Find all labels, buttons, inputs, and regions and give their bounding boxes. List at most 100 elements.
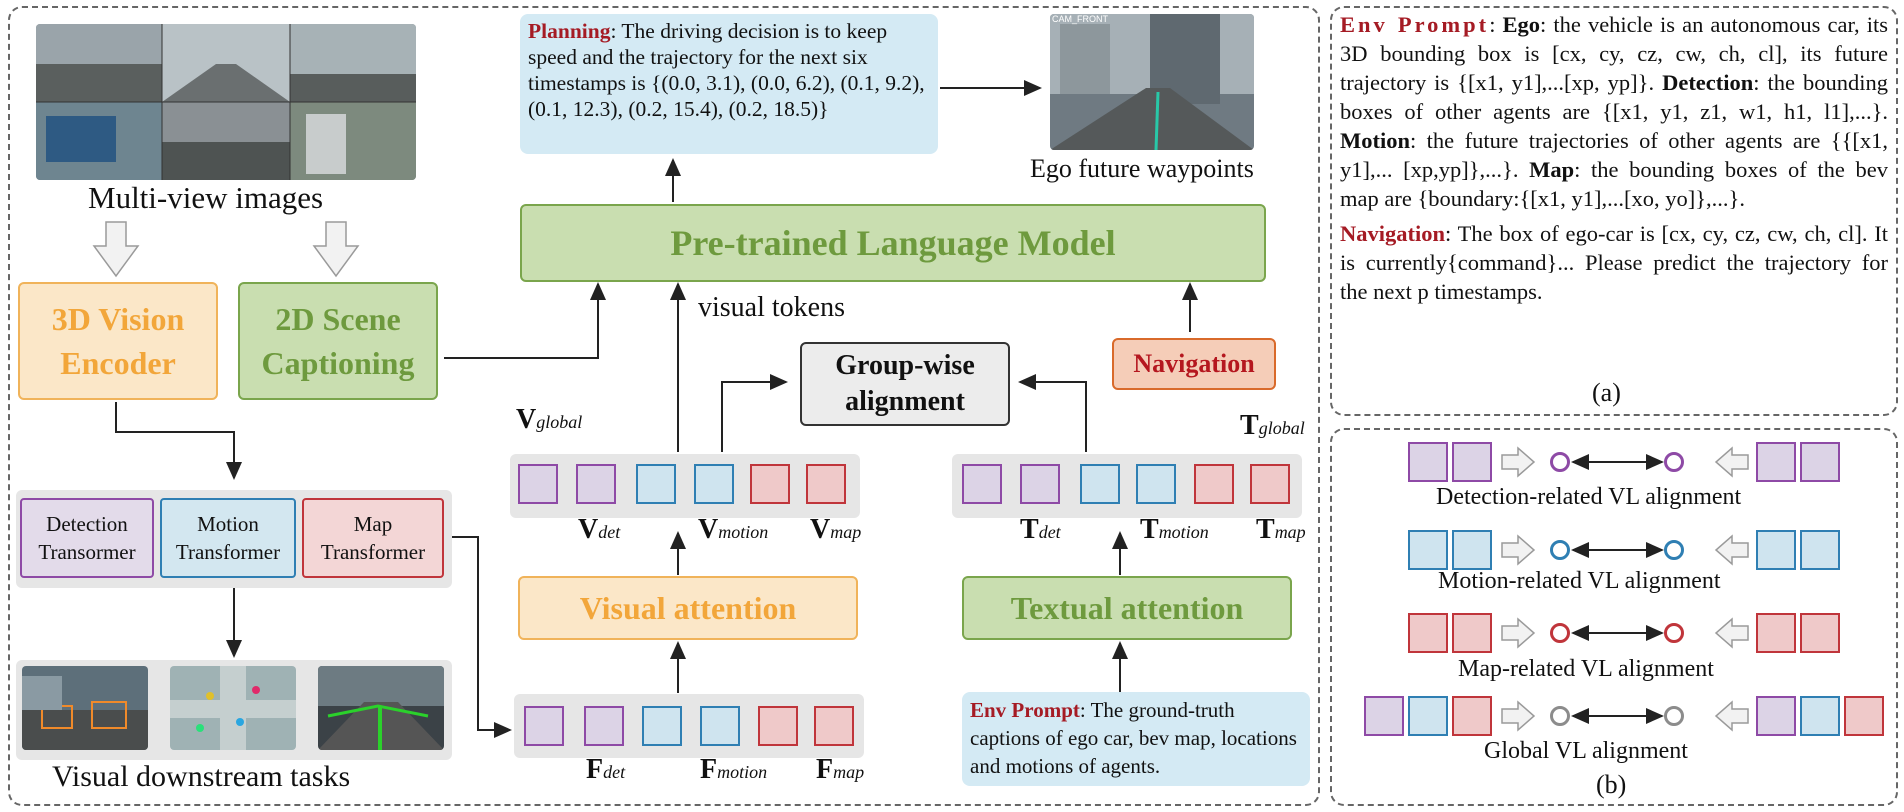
map-keyword: Map — [1529, 157, 1575, 182]
v-token-motion-2 — [694, 464, 734, 504]
v-token-tray — [510, 454, 860, 518]
f-map-label: Fmap — [816, 754, 865, 785]
v-global-label: Vglobal — [516, 404, 583, 435]
b-det-t-node — [1664, 452, 1684, 472]
group-alignment-box: Group-wise alignment — [800, 342, 1010, 426]
map-transformer-box: Map Transformer — [302, 498, 444, 578]
visual-attention-label: Visual attention — [579, 589, 797, 626]
navigation-box[interactable]: Navigation — [1112, 338, 1276, 390]
motion-keyword: Motion — [1340, 128, 1410, 153]
panel-a-frame — [1330, 6, 1898, 416]
v-token-map-1 — [750, 464, 790, 504]
t-token-det-1 — [962, 464, 1002, 504]
detection-keyword: Detection — [1662, 70, 1754, 95]
b-global-t-node — [1664, 706, 1684, 726]
env-prompt-text: : The ground-truth captions of ego car, … — [970, 698, 1297, 778]
multi-view-images — [36, 24, 416, 180]
b-motion-label: Motion-related VL alignment — [1438, 568, 1721, 594]
t-token-motion-1 — [1080, 464, 1120, 504]
t-map-label: Tmap — [1256, 514, 1306, 545]
motion-result-image — [170, 666, 296, 750]
f-token-map-2 — [814, 706, 854, 746]
planning-text: : The driving decision is to keep speed … — [528, 19, 925, 121]
b-map-t-token-2 — [1800, 613, 1840, 653]
t-token-tray — [952, 454, 1302, 518]
b-det-v-node — [1550, 452, 1570, 472]
b-map-v-token-2 — [1452, 613, 1492, 653]
panel-a-text: Env Prompt: Ego: the vehicle is an auton… — [1340, 12, 1889, 304]
multi-view-label: Multi-view images — [88, 180, 324, 215]
b-map-t-token-1 — [1756, 613, 1796, 653]
b-global-v-token-2 — [1408, 696, 1448, 736]
main-panel-frame — [8, 6, 1320, 806]
b-det-t-token-1 — [1756, 442, 1796, 482]
b-det-t-token-2 — [1800, 442, 1840, 482]
textual-attention-label: Textual attention — [1010, 589, 1244, 626]
env-prompt-title: Env Prompt — [1340, 12, 1490, 37]
b-motion-v-token-2 — [1452, 530, 1492, 570]
planning-output: Planning: The driving decision is to kee… — [520, 14, 938, 154]
motion-text: : the future trajectories of other agent… — [1340, 128, 1888, 182]
group-alignment-label: Group-wise alignment — [835, 350, 975, 417]
f-token-det-2 — [584, 706, 624, 746]
ego-text: : the vehicle is an autonomous car, its … — [1340, 12, 1889, 95]
panel-b-frame — [1330, 428, 1898, 806]
detection-text: : the bounding boxes of other agents are… — [1340, 70, 1889, 124]
f-token-map-1 — [758, 706, 798, 746]
f-token-motion-1 — [642, 706, 682, 746]
f-token-motion-2 — [700, 706, 740, 746]
ego-keyword: Ego — [1502, 12, 1541, 37]
b-global-t-token-1 — [1756, 696, 1796, 736]
b-motion-t-token-1 — [1756, 530, 1796, 570]
b-motion-t-node — [1664, 540, 1684, 560]
cam-front-tag: CAM_FRONT — [1052, 14, 1108, 24]
b-map-v-node — [1550, 623, 1570, 643]
map-text: : the bounding boxes of the bev map are … — [1340, 157, 1889, 211]
t-token-map-1 — [1194, 464, 1234, 504]
t-global-label: Tglobal — [1240, 410, 1305, 441]
f-token-det-1 — [524, 706, 564, 746]
b-global-label: Global VL alignment — [1484, 738, 1688, 764]
b-detection-label: Detection-related VL alignment — [1436, 484, 1742, 510]
t-motion-label: Tmotion — [1140, 514, 1209, 545]
env-prompt-keyword: Env Prompt — [970, 698, 1080, 722]
b-motion-t-token-2 — [1800, 530, 1840, 570]
v-token-det-2 — [576, 464, 616, 504]
textual-attention-box: Textual attention — [962, 576, 1292, 640]
env-prompt-pill: Env Prompt: The ground-truth captions of… — [962, 692, 1310, 786]
b-det-v-token-2 — [1452, 442, 1492, 482]
b-motion-v-node — [1550, 540, 1570, 560]
t-token-det-2 — [1020, 464, 1060, 504]
planning-keyword: Planning — [528, 19, 611, 43]
b-global-v-token-1 — [1364, 696, 1404, 736]
vision-encoder-label: 3D Vision Encoder — [51, 301, 185, 381]
f-det-label: Fdet — [586, 754, 626, 785]
b-global-t-token-3 — [1844, 696, 1884, 736]
visual-tokens-label: visual tokens — [698, 292, 845, 323]
scene-captioning-box: 2D Scene Captioning — [238, 282, 438, 400]
detection-transformer-label: Detection Transormer — [38, 512, 136, 564]
t-token-motion-2 — [1136, 464, 1176, 504]
b-global-v-token-3 — [1452, 696, 1492, 736]
motion-transformer-label: Motion Transformer — [175, 512, 281, 564]
language-model-box: Pre-trained Language Model — [520, 204, 1266, 282]
motion-transformer-box: Motion Transformer — [160, 498, 296, 578]
ego-waypoints-image: CAM_FRONT — [1050, 14, 1254, 150]
v-token-det-1 — [518, 464, 558, 504]
b-det-v-token-1 — [1408, 442, 1448, 482]
downstream-label: Visual downstream tasks — [52, 760, 351, 793]
v-det-label: Vdet — [578, 514, 621, 545]
panel-b-caption: (b) — [1596, 770, 1627, 799]
b-global-t-token-2 — [1800, 696, 1840, 736]
visual-attention-box: Visual attention — [518, 576, 858, 640]
b-global-v-node — [1550, 706, 1570, 726]
b-motion-v-token-1 — [1408, 530, 1448, 570]
panel-a-caption: (a) — [1592, 378, 1621, 407]
navigation-keyword: Navigation — [1340, 221, 1446, 246]
v-token-map-2 — [806, 464, 846, 504]
v-token-motion-1 — [636, 464, 676, 504]
b-map-t-node — [1664, 623, 1684, 643]
t-token-map-2 — [1250, 464, 1290, 504]
navigation-text: : The box of ego-car is [cx, cy, cz, cw,… — [1340, 221, 1888, 304]
navigation-label: Navigation — [1133, 349, 1255, 378]
